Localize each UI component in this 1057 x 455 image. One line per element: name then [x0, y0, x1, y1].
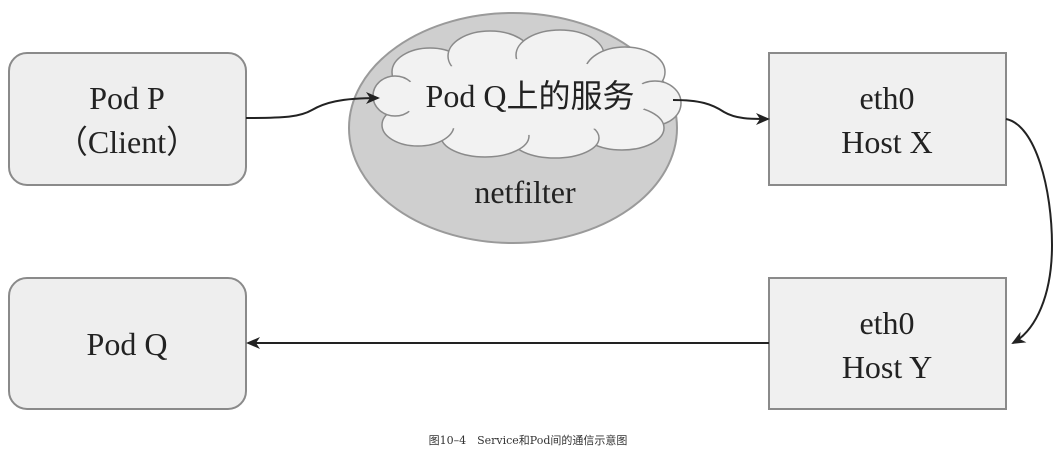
host-x-box [768, 52, 1007, 186]
host-y-node: eth0 Host Y [768, 277, 1007, 410]
host-x-node: eth0 Host X [768, 52, 1007, 186]
arrow-pod-p-to-service [245, 92, 380, 119]
pod-p-box [8, 52, 247, 186]
arrow-service-to-host-x [672, 99, 770, 125]
host-y-interface-label: eth0 [859, 305, 914, 341]
pod-p-node: Pod P （Client） [8, 52, 247, 186]
pod-q-label: Pod Q [87, 326, 168, 362]
host-x-name-label: Host X [841, 124, 933, 160]
host-y-box [768, 277, 1007, 410]
service-cloud [372, 29, 682, 159]
host-y-name-label: Host Y [842, 349, 932, 385]
arrow-host-x-to-host-y [1005, 118, 1054, 344]
netfilter-label: netfilter [474, 174, 576, 210]
service-cloud-label: Pod Q上的服务 [426, 78, 635, 114]
netfilter-node: Pod Q上的服务 netfilter [348, 12, 682, 244]
figure-caption: 图10–4 Service和Pod间的通信示意图 [429, 433, 628, 447]
pod-q-node: Pod Q [8, 277, 247, 410]
pod-p-role-label: （Client） [56, 124, 198, 160]
pod-p-label: Pod P [89, 80, 165, 116]
host-x-interface-label: eth0 [859, 80, 914, 116]
